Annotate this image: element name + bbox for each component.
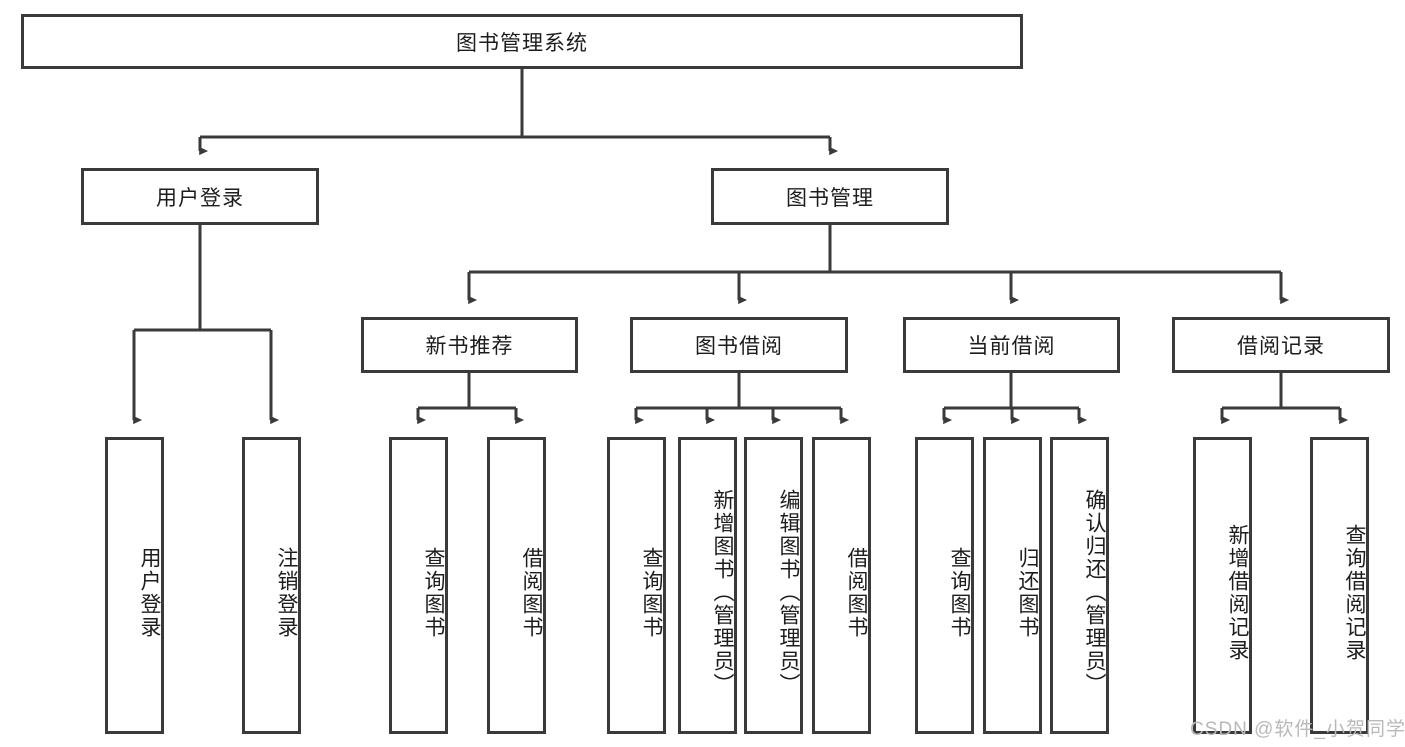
node-leaf-add-borrow-rec[interactable]: 新增借阅记录 (1193, 437, 1252, 734)
node-user-login-label: 用户登录 (156, 186, 244, 210)
node-leaf-return-book-label: 归还图书 (1016, 546, 1039, 639)
node-leaf-query-borrow-rec[interactable]: 查询借阅记录 (1310, 437, 1369, 734)
node-book-management[interactable]: 图书管理 (711, 168, 949, 225)
node-leaf-confirm-return-label: 确认归还（管理员） (1083, 489, 1106, 696)
node-leaf-borrow-book-bor-label: 借阅图书 (845, 546, 868, 639)
node-book-management-label: 图书管理 (786, 186, 874, 210)
node-leaf-user-login-label: 用户登录 (138, 546, 161, 639)
node-leaf-edit-book-admin-label: 编辑图书（管理员） (777, 489, 800, 696)
watermark-credit: CSDN @软件_小贺同学 (1190, 719, 1405, 740)
node-leaf-user-login[interactable]: 用户登录 (105, 437, 164, 734)
node-new-book-recommend[interactable]: 新书推荐 (361, 317, 578, 373)
node-leaf-query-borrow-rec-label: 查询借阅记录 (1343, 523, 1366, 662)
node-new-book-recommend-label: 新书推荐 (425, 335, 514, 358)
node-leaf-borrow-book-rec-label: 借阅图书 (520, 546, 543, 639)
node-borrow-record-label: 借阅记录 (1237, 335, 1325, 358)
node-leaf-add-borrow-rec-label: 新增借阅记录 (1226, 523, 1249, 662)
node-user-login[interactable]: 用户登录 (81, 168, 319, 225)
node-leaf-confirm-return[interactable]: 确认归还（管理员） (1050, 437, 1109, 734)
node-leaf-borrow-book-bor[interactable]: 借阅图书 (812, 437, 871, 734)
node-leaf-query-book-cur-label: 查询图书 (948, 546, 971, 639)
node-leaf-query-book-cur[interactable]: 查询图书 (915, 437, 974, 734)
node-leaf-query-book-bor-label: 查询图书 (640, 546, 663, 639)
node-root-label: 图书管理系统 (456, 31, 588, 55)
node-leaf-add-book-admin-label: 新增图书（管理员） (711, 489, 734, 696)
node-leaf-query-book-bor[interactable]: 查询图书 (607, 437, 666, 734)
node-leaf-add-book-admin[interactable]: 新增图书（管理员） (678, 437, 737, 734)
node-current-borrow-label: 当前借阅 (967, 335, 1056, 358)
node-root-system[interactable]: 图书管理系统 (21, 14, 1023, 69)
node-leaf-query-book-rec-label: 查询图书 (422, 546, 445, 639)
node-book-borrow[interactable]: 图书借阅 (630, 317, 848, 373)
node-leaf-query-book-rec[interactable]: 查询图书 (389, 437, 448, 734)
node-leaf-logout-login-label: 注销登录 (275, 546, 298, 639)
node-borrow-record[interactable]: 借阅记录 (1172, 317, 1390, 373)
node-leaf-edit-book-admin[interactable]: 编辑图书（管理员） (744, 437, 803, 734)
node-book-borrow-label: 图书借阅 (695, 335, 783, 358)
node-current-borrow[interactable]: 当前借阅 (903, 317, 1120, 373)
node-leaf-return-book[interactable]: 归还图书 (983, 437, 1042, 734)
node-leaf-borrow-book-rec[interactable]: 借阅图书 (487, 437, 546, 734)
node-leaf-logout-login[interactable]: 注销登录 (242, 437, 301, 734)
